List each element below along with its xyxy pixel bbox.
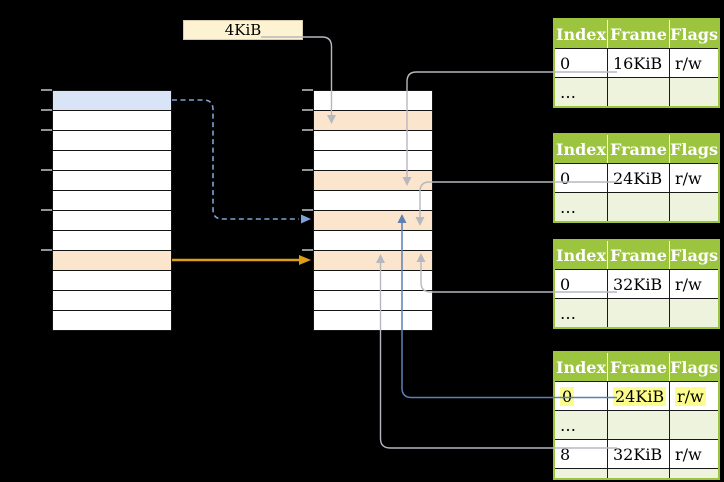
physical-memory-column-row-2 xyxy=(313,130,433,151)
page-table-24kib-row-1: … xyxy=(555,192,718,221)
virtual-memory-column-row-8 xyxy=(52,250,172,271)
table-cell: 8 xyxy=(560,444,571,464)
virtual-memory-column-row-9 xyxy=(52,270,172,291)
table-cell: 24KiB xyxy=(607,382,669,410)
page-table-32kib-row-1: … xyxy=(555,298,718,327)
physical-memory-column-row-8 xyxy=(313,250,433,271)
physical-memory-column-row-4 xyxy=(313,170,433,191)
virtual-memory-column-row-7 xyxy=(52,230,172,251)
header-cell: Flags xyxy=(669,20,718,48)
page-table-current-bottom-border xyxy=(553,478,720,480)
virtual-page-dashed-arrow-head xyxy=(301,214,311,224)
table-cell xyxy=(669,411,718,439)
table-cell xyxy=(669,193,718,221)
table-cell xyxy=(669,78,718,106)
table-cell: r/w xyxy=(669,270,718,298)
virtual-memory-column-row-3 xyxy=(52,150,172,171)
header-cell: Flags xyxy=(669,135,718,163)
virtual-page-orange-arrow-head xyxy=(299,255,311,265)
table-cell: … xyxy=(560,303,576,323)
table-cell: 0 xyxy=(560,168,571,188)
header-cell: Flags xyxy=(669,353,718,381)
table-cell: 32KiB xyxy=(607,440,669,468)
table-cell: 24KiB xyxy=(607,164,669,192)
page-table-current-row-1: … xyxy=(555,410,718,439)
table-cell: r/w xyxy=(669,164,718,192)
header-cell: Frame xyxy=(607,241,669,269)
table-cell: r/w xyxy=(669,382,718,410)
table-cell: 0 xyxy=(560,386,575,406)
header-cell: Flags xyxy=(669,241,718,269)
physical-memory-column-row-5 xyxy=(313,190,433,211)
virtual-page-dashed-arrow xyxy=(172,99,299,220)
header-cell: Index xyxy=(555,245,607,265)
table-cell xyxy=(607,299,669,327)
table-cell xyxy=(607,78,669,106)
header-cell: Index xyxy=(555,139,607,159)
table-cell xyxy=(669,299,718,327)
table-cell: … xyxy=(560,82,576,102)
header-cell: Frame xyxy=(607,353,669,381)
table-cell xyxy=(607,469,669,478)
table-cell: 16KiB xyxy=(607,49,669,77)
page-size-label: 4KiB xyxy=(183,20,303,40)
table-cell: 0 xyxy=(560,53,571,73)
table-cell: r/w xyxy=(669,49,718,77)
virtual-memory-column-row-6 xyxy=(52,210,172,231)
page-size-label-text: 4KiB xyxy=(224,21,262,39)
header-cell: Frame xyxy=(607,135,669,163)
header-cell: Frame xyxy=(607,20,669,48)
table-cell xyxy=(669,469,718,478)
table-cell xyxy=(607,193,669,221)
table-cell: 0 xyxy=(560,274,571,294)
page-table-current-row-3: … xyxy=(555,468,718,480)
table-cell: … xyxy=(560,197,576,217)
header-cell: Index xyxy=(555,357,607,377)
virtual-memory-column-row-10 xyxy=(52,290,172,311)
physical-memory-column-row-0 xyxy=(313,90,433,111)
physical-memory-column-row-7 xyxy=(313,230,433,251)
physical-memory-column-row-10 xyxy=(313,290,433,311)
page-table-16kib-row-1: … xyxy=(555,77,718,106)
virtual-memory-column-row-2 xyxy=(52,130,172,151)
virtual-memory-column-row-4 xyxy=(52,170,172,191)
physical-memory-column-row-1 xyxy=(313,110,433,131)
virtual-memory-column-row-5 xyxy=(52,190,172,211)
table-cell: … xyxy=(560,415,576,435)
table-cell: 32KiB xyxy=(607,270,669,298)
physical-memory-column-row-9 xyxy=(313,270,433,291)
virtual-memory-column-row-11 xyxy=(52,310,172,331)
physical-memory-column-row-6 xyxy=(313,210,433,231)
virtual-memory-column-row-0 xyxy=(52,90,172,111)
physical-memory-column-row-11 xyxy=(313,310,433,331)
table-cell: r/w xyxy=(669,440,718,468)
virtual-memory-column-row-1 xyxy=(52,110,172,131)
physical-memory-column-row-3 xyxy=(313,150,433,171)
header-cell: Index xyxy=(555,24,607,44)
table-cell: … xyxy=(560,469,576,480)
table-cell xyxy=(607,411,669,439)
